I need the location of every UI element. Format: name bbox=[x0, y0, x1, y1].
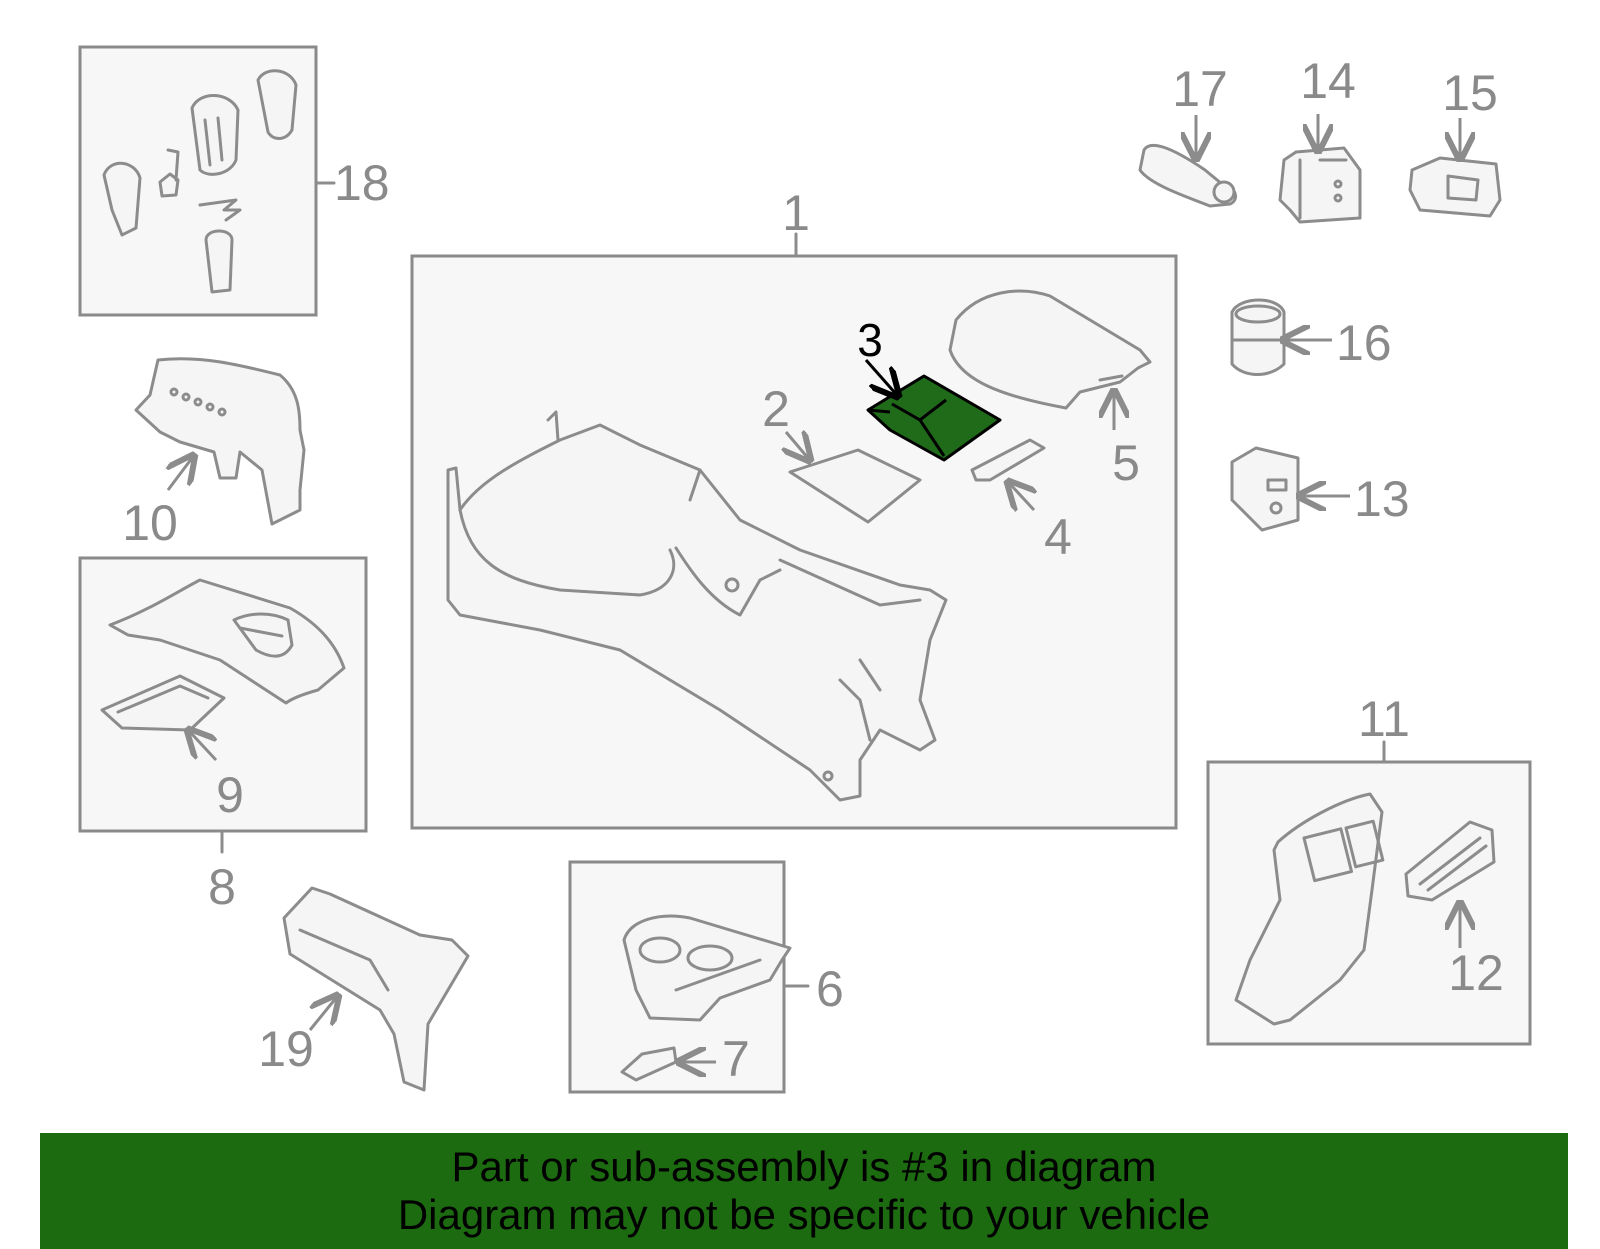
part-10-shift-bezel bbox=[134, 357, 306, 526]
banner-line-2: Diagram may not be specific to your vehi… bbox=[397, 1191, 1211, 1238]
part-6-cup-holder bbox=[620, 914, 792, 1082]
callout-9: 9 bbox=[216, 767, 244, 823]
part-19-side-panel bbox=[282, 886, 470, 1092]
info-banner: Part or sub-assembly is #3 in diagram Di… bbox=[40, 1133, 1568, 1249]
callout-17: 17 bbox=[1172, 61, 1228, 117]
callout-8: 8 bbox=[208, 859, 236, 915]
callout-6: 6 bbox=[816, 961, 844, 1017]
callout-11: 11 bbox=[1358, 691, 1410, 747]
banner-line-1: Part or sub-assembly is #3 in diagram bbox=[451, 1143, 1157, 1190]
part-13-usb-port bbox=[1230, 446, 1350, 532]
callout-18: 18 bbox=[334, 155, 390, 211]
callout-16: 16 bbox=[1336, 315, 1392, 371]
callout-12: 12 bbox=[1448, 945, 1504, 1001]
part-11-rear-panel bbox=[1234, 792, 1496, 1026]
part-8-shifter-trim bbox=[100, 578, 346, 762]
part-15-switch bbox=[1408, 118, 1502, 218]
callout-5: 5 bbox=[1112, 435, 1140, 491]
part-4-latch bbox=[970, 438, 1046, 510]
part-17-lighter bbox=[1138, 115, 1238, 208]
part-14-switch bbox=[1278, 114, 1362, 224]
callout-15: 15 bbox=[1442, 65, 1498, 121]
callout-13: 13 bbox=[1354, 471, 1410, 527]
part-2-mat bbox=[786, 432, 922, 524]
part-16-knob bbox=[1230, 298, 1332, 376]
callout-3: 3 bbox=[857, 314, 883, 366]
callout-19: 19 bbox=[258, 1021, 314, 1077]
part-5-armrest-lid bbox=[948, 289, 1152, 430]
part-3-tray-highlighted bbox=[864, 359, 1002, 462]
callout-7: 7 bbox=[722, 1031, 750, 1087]
callout-4: 4 bbox=[1044, 509, 1072, 565]
callout-2: 2 bbox=[762, 381, 790, 437]
part-1-center-console bbox=[446, 410, 948, 802]
part-18-shift-knobs bbox=[102, 69, 298, 294]
callout-10: 10 bbox=[122, 495, 178, 551]
callout-14: 14 bbox=[1300, 53, 1356, 109]
callout-1: 1 bbox=[782, 185, 810, 241]
